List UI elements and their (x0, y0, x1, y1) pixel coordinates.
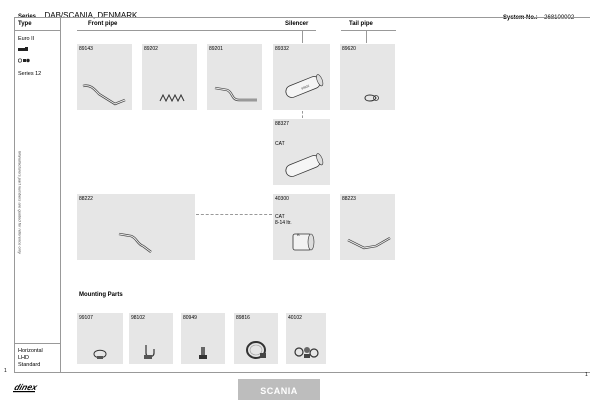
part-number: 98102 (131, 315, 145, 321)
part-cell-89201[interactable]: 89201 (207, 44, 262, 110)
part-cell-40300[interactable]: 40300 CAT 8-14 ltr. B (273, 194, 330, 260)
part-cell-89332[interactable]: 89332 89332 (273, 44, 330, 110)
footer-divider (14, 372, 590, 373)
header-divider (14, 17, 590, 18)
mount-cell-40102[interactable]: 40102 (286, 313, 326, 364)
part-number: 89201 (209, 46, 223, 52)
flex-pipe-icon (159, 93, 185, 103)
section-silencer: Silencer (285, 21, 309, 27)
part-number: 89202 (144, 46, 158, 52)
side-note: Manufacturers part numbers are quoted fo… (17, 151, 23, 254)
tail-pipe-underline (341, 30, 396, 31)
truck-icon (18, 47, 28, 51)
type-footer-divider (14, 343, 60, 344)
cat-box-icon: B (292, 232, 315, 251)
part-note: CAT (275, 141, 285, 147)
part-number: 99107 (79, 315, 93, 321)
tail-tick (366, 30, 367, 43)
section-front-pipe: Front pipe (88, 21, 118, 27)
part-number: 88222 (79, 196, 93, 202)
part-number: 89332 (275, 46, 289, 52)
type-orientation: Horizontal (18, 348, 43, 354)
bent-pipe-icon (82, 84, 126, 106)
type-title: Type (18, 21, 32, 27)
front-pipe-underline (77, 30, 316, 31)
part-note-volume: 8-14 ltr. (275, 220, 292, 226)
part-number: 80949 (183, 315, 197, 321)
type-series: Series 12 (18, 71, 42, 77)
catalytic-converter-icon (285, 153, 324, 177)
type-drive: LHD (18, 355, 30, 361)
mount-cell-89816[interactable]: 89816 (234, 313, 278, 364)
mount-cell-98102[interactable]: 98102 (129, 313, 173, 364)
part-cell-89202[interactable]: 89202 (142, 44, 197, 110)
connector-dashed (196, 214, 272, 215)
part-cell-89620[interactable]: 89620 (340, 44, 395, 110)
page-number-right: 1 (585, 372, 588, 378)
mount-cell-80949[interactable]: 80949 (181, 313, 225, 364)
band-clamp-icon (246, 341, 266, 359)
type-divider (14, 30, 60, 31)
bolt-icon (199, 347, 207, 359)
part-cell-89143[interactable]: 89143 (77, 44, 132, 110)
part-number: 88223 (342, 196, 356, 202)
outlet-pipe-icon (347, 236, 391, 250)
part-cell-88327[interactable]: 88327 CAT (273, 119, 330, 185)
system-label: System No.: (503, 15, 538, 21)
part-cell-88223[interactable]: 88223 (340, 194, 395, 260)
tail-pipe-icon (364, 94, 379, 102)
footer-brand-label: SCANIA (260, 386, 298, 396)
hanger-icon (144, 345, 155, 359)
part-number: 88327 (275, 121, 289, 127)
left-border (14, 17, 15, 372)
part-number: 89816 (236, 315, 250, 321)
long-pipe-icon (118, 232, 152, 253)
part-note-cat: CAT (275, 214, 285, 220)
axle-config-icon (18, 58, 30, 63)
silencer-icon: 89332 (285, 74, 324, 98)
part-number: 40102 (288, 315, 302, 321)
type-standard: Standard (18, 362, 41, 368)
dinex-logo-icon: dinex (13, 382, 38, 393)
mount-cell-99107[interactable]: 99107 (77, 313, 123, 364)
silencer-inner-label: 89332 (301, 84, 311, 91)
part-number: 89143 (79, 46, 93, 52)
type-euro: Euro II (18, 36, 35, 42)
section-mounting: Mounting Parts (79, 292, 123, 298)
part-number: 89620 (342, 46, 356, 52)
part-cell-88222[interactable]: 88222 (77, 194, 195, 260)
connector-dotted (302, 111, 303, 118)
series-header: Series DAB/SCANIA, DENMARK (18, 5, 137, 23)
clamp-icon (93, 349, 107, 359)
footer-brand-tab: SCANIA (238, 379, 320, 400)
section-tail-pipe: Tail pipe (349, 21, 373, 27)
type-footer: Horizontal LHD Standard (18, 348, 43, 369)
part-number: 40300 (275, 196, 289, 202)
silencer-tick (302, 30, 303, 43)
system-number: 268100002 (544, 15, 575, 21)
series-value: DAB/SCANIA, DENMARK (44, 11, 138, 20)
svg-text:dinex: dinex (13, 382, 38, 392)
fitting-kit-icon (294, 347, 319, 358)
page-number-left: 1 (4, 368, 7, 374)
system-header: System No.: 268100002 (503, 6, 574, 24)
cat-inner-label: B (297, 232, 300, 237)
type-panel-border (60, 17, 61, 372)
s-pipe-icon (214, 86, 257, 102)
